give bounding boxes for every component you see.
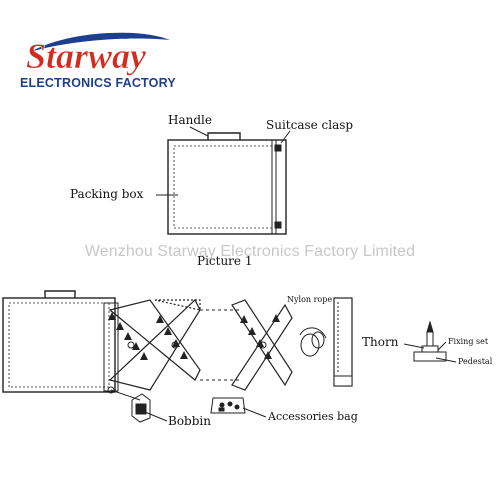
open-box-drawing <box>2 290 119 393</box>
logo-brand-text: Starway <box>26 36 147 76</box>
thorn-drawing <box>413 320 447 362</box>
end-board-drawing <box>333 297 353 387</box>
scissor-arm-left <box>108 299 201 391</box>
label-accessories-bag: Accessories bag <box>268 410 358 423</box>
bobbin-drawing <box>131 393 151 423</box>
caption-picture-1: Picture 1 <box>197 254 253 268</box>
handle-drawing <box>207 132 241 140</box>
label-pedestal: Pedestal <box>458 357 493 366</box>
accessories-bag-drawing <box>210 397 246 414</box>
label-suitcase-clasp: Suitcase clasp <box>266 118 354 132</box>
label-bobbin: Bobbin <box>168 414 211 428</box>
packing-box-drawing <box>167 132 287 235</box>
label-handle: Handle <box>168 113 212 127</box>
company-name: ELECTRONICS FACTORY <box>20 76 176 90</box>
label-nylon-rope: Nylon rope <box>287 295 333 304</box>
watermark-text: Wenzhou Starway Electronics Factory Limi… <box>84 243 416 260</box>
logo-swoosh <box>30 32 170 52</box>
label-packing-box: Packing box <box>70 187 144 201</box>
label-fixing-set: Fixing set <box>448 337 489 346</box>
nylon-rope-drawing <box>299 327 327 357</box>
suitcase-clasp-drawing <box>271 139 287 235</box>
starway-logo: Starway <box>26 32 170 76</box>
label-thorn: Thorn <box>362 335 399 349</box>
